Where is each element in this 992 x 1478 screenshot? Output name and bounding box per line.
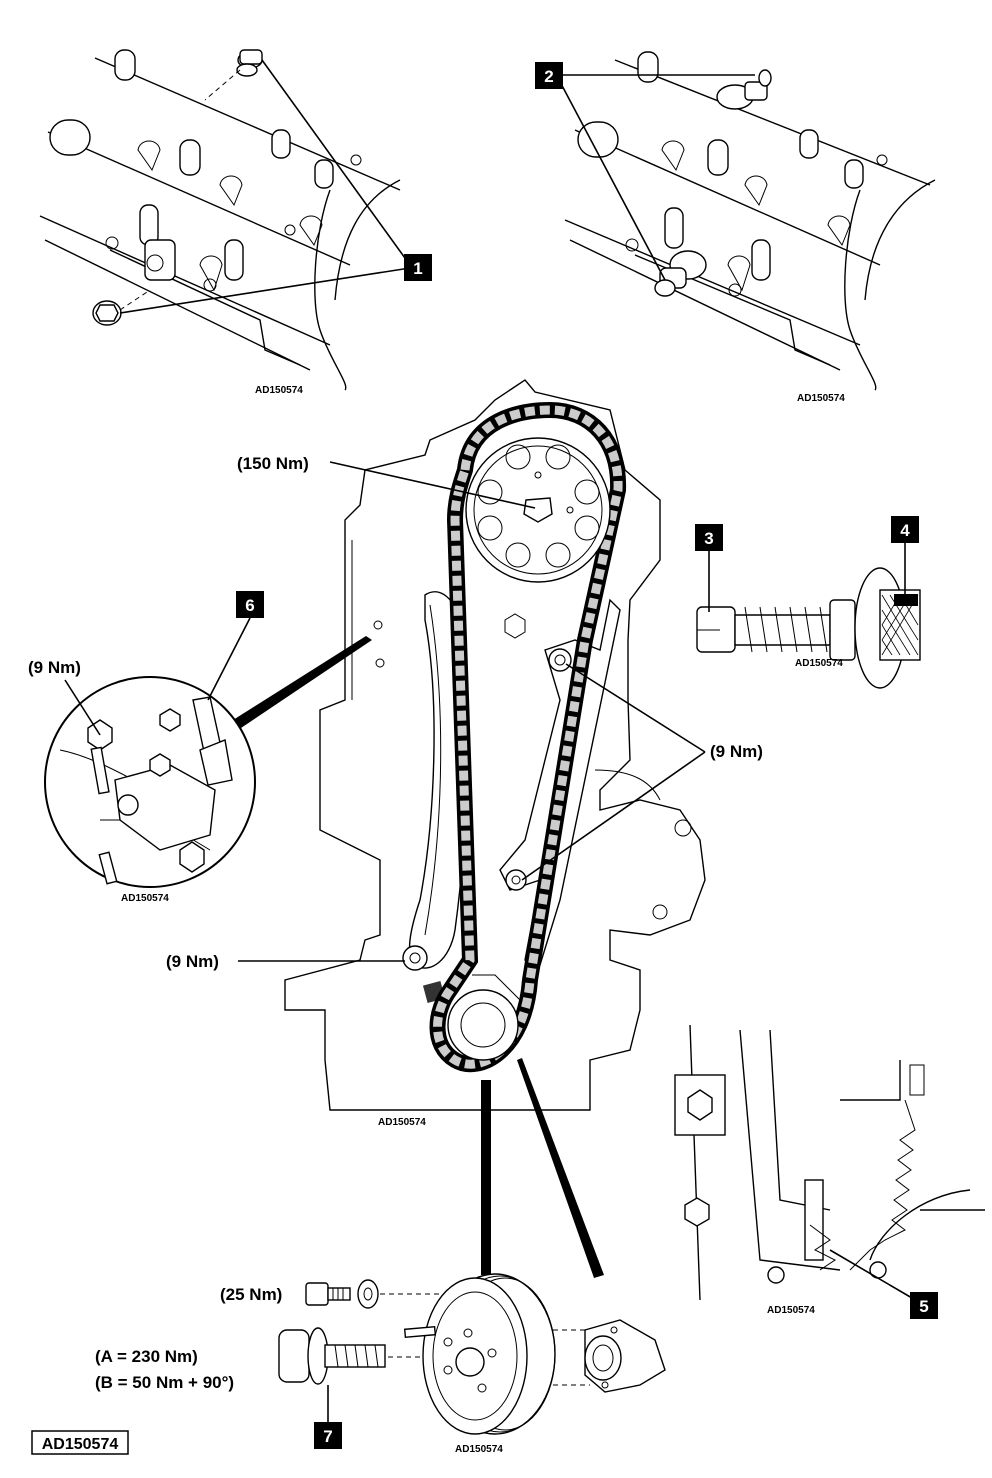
locking-pin-top-icon bbox=[716, 69, 772, 110]
torque-tensioner-label: (9 Nm) bbox=[166, 952, 219, 971]
figure-ref-bottom: AD150574 bbox=[455, 1444, 503, 1455]
spring-illustration bbox=[674, 1024, 985, 1301]
svg-text:2: 2 bbox=[544, 67, 553, 86]
svg-text:5: 5 bbox=[919, 1297, 928, 1316]
crank-pulley bbox=[403, 1273, 556, 1435]
svg-text:6: 6 bbox=[245, 596, 254, 615]
crank-seal-housing bbox=[584, 1319, 666, 1393]
figure-ref-top-left: AD150574 bbox=[255, 385, 303, 396]
torque-detail-label: (9 Nm) bbox=[28, 658, 81, 677]
leader-to-seal bbox=[517, 1058, 604, 1278]
plug-top-icon bbox=[236, 49, 263, 77]
torque-crank-b-label: (B = 50 Nm + 90°) bbox=[95, 1373, 234, 1392]
tool-illustration bbox=[696, 567, 921, 689]
cylinder-head-right-illustration bbox=[557, 51, 936, 391]
marker-7: 7 bbox=[314, 1422, 342, 1449]
figure-ref-box: AD150574 bbox=[31, 1430, 129, 1455]
torque-guide-label: (9 Nm) bbox=[710, 742, 763, 761]
marker-3: 3 bbox=[695, 524, 723, 551]
engine-block-outline bbox=[284, 379, 706, 1111]
figure-ref-tool: AD150574 bbox=[795, 658, 843, 669]
marker-1: 1 bbox=[404, 254, 432, 281]
svg-text:1: 1 bbox=[413, 259, 422, 278]
leader-to-detail-circle bbox=[233, 636, 372, 730]
figure-ref-spring: AD150574 bbox=[767, 1305, 815, 1316]
crankshaft-sprocket bbox=[447, 974, 521, 1061]
leader-to-pulley bbox=[481, 1080, 491, 1275]
small-bolt-icon bbox=[305, 1279, 379, 1309]
marker-5: 5 bbox=[910, 1292, 938, 1319]
cylinder-head-left-illustration bbox=[39, 49, 411, 391]
marker-6: 6 bbox=[236, 591, 264, 618]
crank-bolt-icon bbox=[278, 1327, 386, 1385]
figure-ref-top-right: AD150574 bbox=[797, 393, 845, 404]
bolt-head-icon bbox=[504, 613, 526, 639]
camshaft-sprocket bbox=[465, 437, 611, 583]
marker-2: 2 bbox=[535, 62, 563, 89]
svg-text:4: 4 bbox=[900, 521, 910, 540]
plug-bottom-icon bbox=[92, 300, 122, 326]
svg-text:3: 3 bbox=[704, 529, 713, 548]
detail-circle bbox=[44, 676, 256, 888]
figure-ref-main: AD150574 bbox=[378, 1117, 426, 1128]
svg-text:7: 7 bbox=[323, 1427, 332, 1446]
torque-small-bolt-label: (25 Nm) bbox=[220, 1285, 282, 1304]
locking-pin-bottom-icon bbox=[654, 250, 707, 297]
svg-text:AD150574: AD150574 bbox=[42, 1436, 119, 1453]
marker-4: 4 bbox=[891, 516, 919, 543]
torque-camshaft-label: (150 Nm) bbox=[237, 454, 309, 473]
figure-ref-detail: AD150574 bbox=[121, 893, 169, 904]
torque-crank-a-label: (A = 230 Nm) bbox=[95, 1347, 198, 1366]
